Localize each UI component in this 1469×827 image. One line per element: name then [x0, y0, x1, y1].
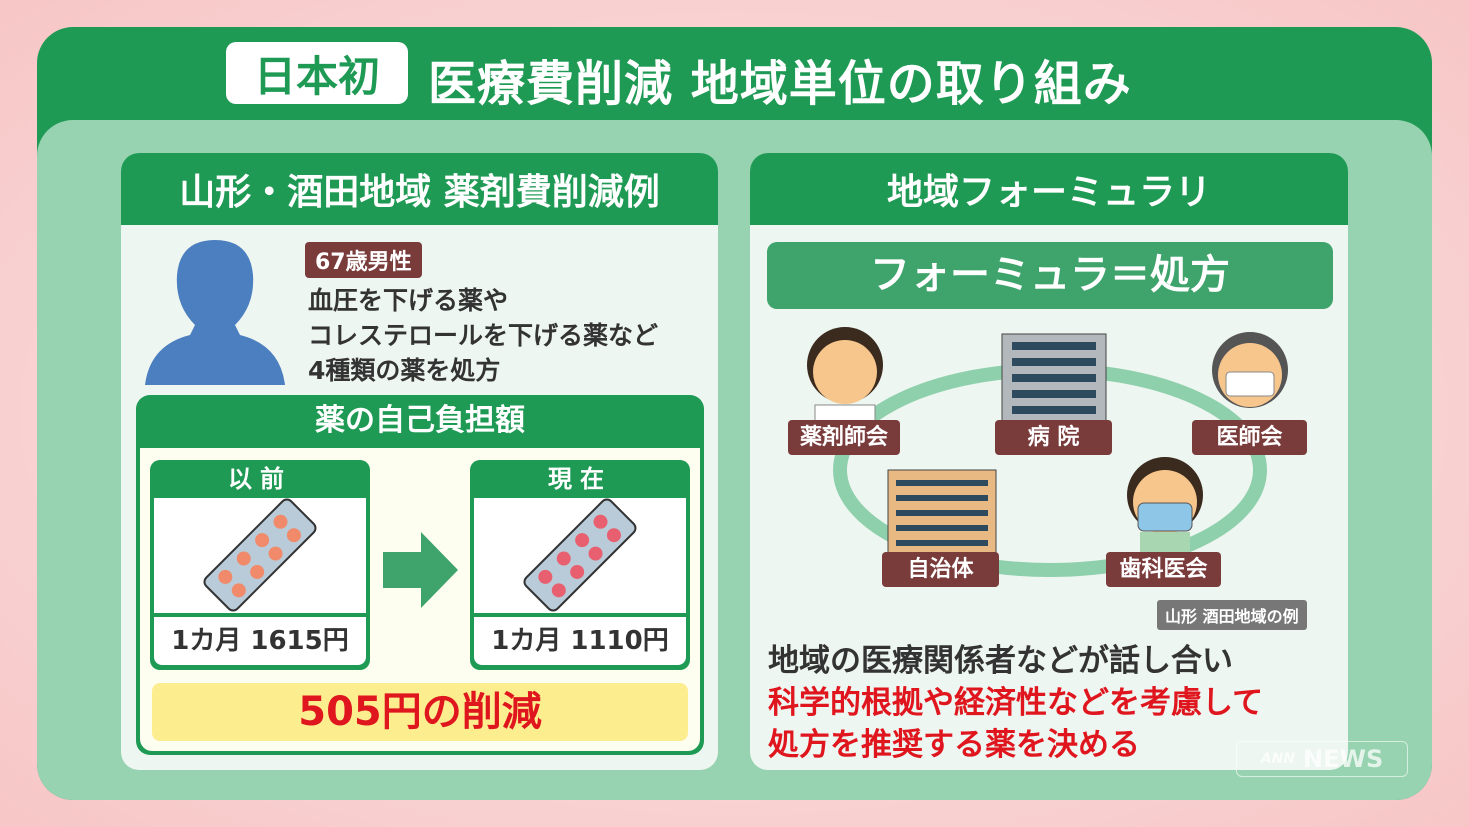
- person-silhouette-icon: [145, 240, 285, 385]
- arrow-right-icon: [383, 532, 458, 608]
- after-label: 現在: [548, 465, 612, 493]
- saving-amount: 505円の削減: [152, 683, 688, 741]
- conclusion-text: 地域の医療関係者などが話し合い 科学的根拠や経済性などを考慮して 処方を推奨する…: [768, 640, 1263, 766]
- node-pharmacists-association: 薬剤師会: [788, 420, 900, 455]
- example-note: 山形 酒田地域の例: [1157, 600, 1307, 630]
- desc-line: 血圧を下げる薬や: [308, 286, 509, 315]
- conclusion-line: 地域の医療関係者などが話し合い: [768, 643, 1233, 679]
- network-diagram: [807, 327, 1288, 577]
- desc-line: 4種類の薬を処方: [308, 356, 501, 385]
- before-label: 以前: [228, 465, 292, 493]
- after-price: 1カ月 1110円: [474, 617, 686, 665]
- conclusion-line: 処方を推奨する薬を決める: [768, 727, 1140, 763]
- left-panel-title: 山形・酒田地域 薬剤費削減例: [121, 153, 718, 225]
- page-title: 医療費削減 地域単位の取り組み: [428, 56, 1132, 112]
- node-hospital: 病 院: [995, 420, 1112, 455]
- doctor-icon: [1212, 332, 1288, 408]
- node-dental-association: 歯科医会: [1106, 552, 1221, 587]
- logo-brand: ANN: [1260, 751, 1296, 767]
- conclusion-line: 科学的根拠や経済性などを考慮して: [768, 685, 1264, 721]
- pharmacist-icon: [807, 327, 883, 426]
- pill-pack-icon: [474, 498, 686, 613]
- node-municipality: 自治体: [882, 552, 999, 587]
- hospital-icon: [1001, 333, 1107, 425]
- ann-news-logo: ANN NEWS: [1236, 741, 1408, 777]
- formulary-definition: フォーミュラ＝処方: [767, 242, 1333, 309]
- city-hall-icon: [887, 469, 997, 556]
- first-in-japan-tag: 日本初: [226, 42, 408, 104]
- cost-title: 薬の自己負担額: [315, 403, 525, 438]
- patient-badge: 67歳男性: [305, 242, 422, 278]
- node-medical-association: 医師会: [1192, 420, 1307, 455]
- pill-pack-icon: [154, 498, 366, 613]
- patient-description: 血圧を下げる薬や コレステロールを下げる薬など 4種類の薬を処方: [308, 283, 658, 388]
- logo-name: NEWS: [1303, 745, 1384, 773]
- desc-line: コレステロールを下げる薬など: [308, 321, 659, 350]
- after-box: 現在 1カ月 1110円: [470, 460, 690, 670]
- before-price: 1カ月 1615円: [154, 617, 366, 665]
- before-box: 以前 1カ月 1615円: [150, 460, 370, 670]
- dentist-icon: [1127, 457, 1203, 552]
- right-panel-title: 地域フォーミュラリ: [750, 153, 1348, 225]
